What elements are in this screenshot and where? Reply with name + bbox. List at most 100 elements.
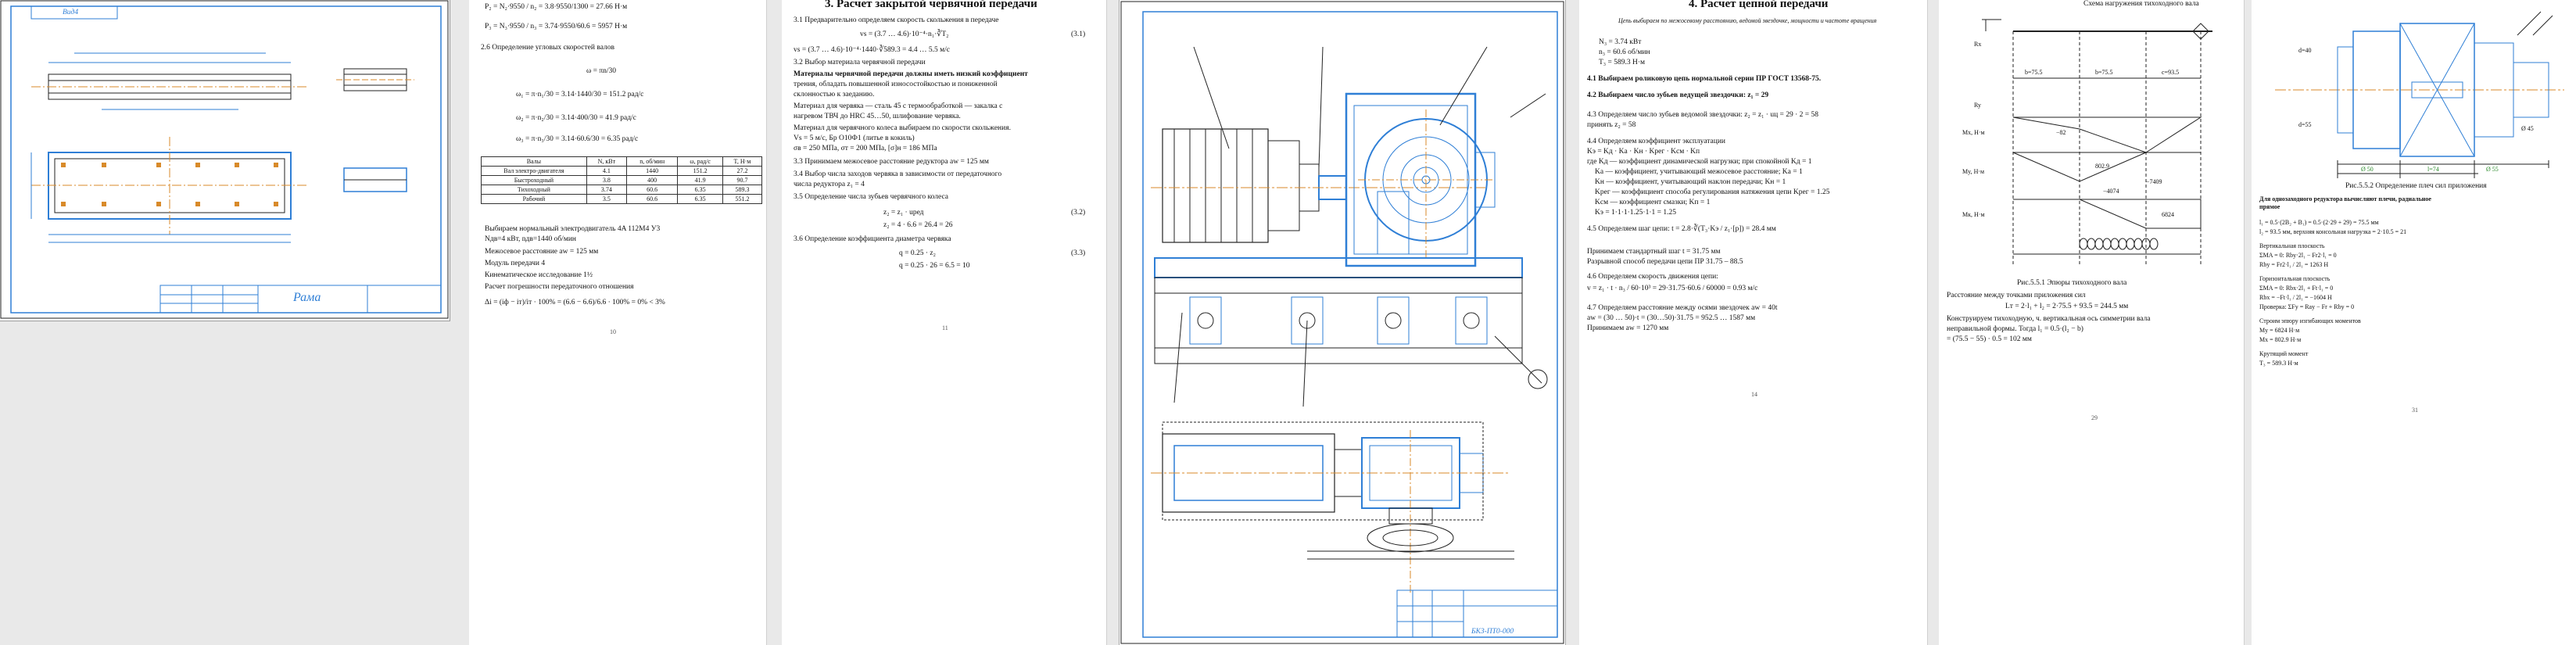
table-cell: Вал электро-двигателя bbox=[481, 166, 587, 176]
text-line: Материалы червячной передачи должны имет… bbox=[794, 70, 1028, 78]
formula: My = 6824 Н·м bbox=[2259, 327, 2300, 334]
formula: Проверка: ΣFy = Ray − Fr + Rby = 0 bbox=[2259, 303, 2355, 310]
text-line: 4.5 Определяем шаг цепи: t = 2.8·∛(T₃·Kэ… bbox=[1587, 225, 1776, 233]
text-line: Kэ = Kд · Kа · Kн · Kрег · Kсм · Kп bbox=[1587, 148, 1700, 156]
table-cell: 6.35 bbox=[677, 185, 723, 195]
moment-value: 6824 bbox=[2162, 211, 2174, 218]
text-line: Цепь выбираем по межосевому расстоянию, … bbox=[1618, 17, 1877, 24]
text-line: σв = 250 МПа, σт = 200 МПа, [σ]н = 186 М… bbox=[794, 145, 937, 152]
formula: aw = (30 … 50)·t = (30…50)·31.75 = 952.5… bbox=[1587, 314, 1756, 322]
table-cell: 41.9 bbox=[677, 175, 723, 185]
text-line: склонностью к заеданию. bbox=[794, 91, 875, 99]
text-line: N₃ = 3.74 кВт bbox=[1599, 38, 1642, 46]
text-line: Kсм — коэффициент смазки; Kп = 1 bbox=[1595, 199, 1711, 206]
figure-caption: Рис.5.5.2 Определение плеч сил приложени… bbox=[2345, 182, 2487, 190]
text-line: числа редуктора z₁ = 4 bbox=[794, 181, 865, 188]
text-line: нагревом ТВЧ до HRC 45…50, шлифование че… bbox=[794, 113, 961, 120]
formula: q = 0.25 · z₂ bbox=[899, 249, 936, 257]
table-cell: 27.2 bbox=[722, 166, 763, 176]
axis-label: Rx bbox=[1974, 41, 1982, 48]
text-line: ω₂ = π·n₂/30 = 3.14·400/30 = 41.9 рад/с bbox=[516, 114, 636, 122]
text-line: прямое bbox=[2259, 203, 2280, 210]
text-line: P₂ = N₂·9550 / n₂ = 3.8·9550/1300 = 27.6… bbox=[485, 3, 628, 11]
text-line: 4.4 Определяем коэффициент эксплуатации bbox=[1587, 138, 1725, 145]
kinematics-table: Валы N, кВт n, об/мин ω, рад/с T, Н·м Ва… bbox=[481, 156, 763, 204]
section-title: 3. Расчет закрытой червячной передачи bbox=[825, 0, 1037, 10]
page-number: 29 bbox=[2091, 414, 2098, 421]
axis-label: Ry bbox=[1974, 102, 1982, 109]
text-line: Модуль передачи 4 bbox=[485, 260, 546, 267]
section-title: 4. Расчет цепной передачи bbox=[1689, 0, 1829, 10]
text-line: = (75.5 − 55) · 0.5 = 102 мм bbox=[1947, 335, 2032, 343]
dimension-label: d=40 bbox=[2298, 47, 2312, 54]
equation-ref: (3.1) bbox=[1071, 30, 1086, 38]
text-line: 3.1 Предварительно определяем скорость с… bbox=[794, 16, 999, 24]
text-line: Vs = 5 м/с, Бр О10Ф1 (литье в кокиль) bbox=[794, 134, 915, 142]
text-line: где Kд — коэффициент динамической нагруз… bbox=[1587, 158, 1812, 166]
text-line: Крутящий момент bbox=[2259, 350, 2309, 357]
text-line: 3.4 Выбор числа заходов червяка в зависи… bbox=[794, 170, 1002, 178]
table-cell: 3.8 bbox=[586, 175, 627, 185]
text-line: Nдв=4 кВт, nдв=1440 об/мин bbox=[485, 235, 577, 243]
table-cell: 60.6 bbox=[625, 194, 679, 204]
table-header-row: Валы N, кВт n, об/мин ω, рад/с T, Н·м bbox=[481, 156, 763, 167]
text-line: 4.7 Определяем расстояние между осями зв… bbox=[1587, 304, 1778, 312]
page-number: 14 bbox=[1751, 391, 1757, 398]
table-header: n, об/мин bbox=[625, 156, 679, 167]
formula: v = z₁ · t · n₃ / 60·10³ = 29·31.75·60.6… bbox=[1587, 285, 1758, 292]
table-row: Вал электро-двигателя 4.1 1440 151.2 27.… bbox=[481, 166, 763, 176]
text-line: Горизонтальная плоскость bbox=[2259, 275, 2331, 282]
page-shaft-loading: Схема нагружения тихоходного вала b=7 bbox=[1939, 0, 2245, 645]
dimension-label: Ø 50 bbox=[2361, 166, 2374, 173]
text-line: P₃ = N₃·9550 / n₃ = 3.74·9550/60.6 = 595… bbox=[485, 23, 628, 30]
formula: z₂ = 4 · 6.6 = 26.4 = 26 bbox=[883, 221, 953, 229]
text-line: ω₁ = π·n₁/30 = 3.14·1440/30 = 151.2 рад/… bbox=[516, 91, 644, 99]
table-header: ω, рад/с bbox=[677, 156, 723, 167]
text-line: 4.6 Определяем скорость движения цепи: bbox=[1587, 273, 1718, 281]
text-line: Вертикальная плоскость bbox=[2259, 242, 2325, 249]
formula: ΣMA = 0: Rbx·2l₁ + Ft·l₁ = 0 bbox=[2259, 285, 2334, 292]
dimension-label: b=75.5 bbox=[2095, 69, 2113, 76]
frame-drawing bbox=[0, 0, 449, 319]
dimension-label: d=55 bbox=[2298, 121, 2312, 128]
text-line: Строим эпюру изгибающих моментов bbox=[2259, 317, 2361, 324]
text-line: Выбираем нормальный электродвигатель 4A … bbox=[485, 225, 661, 233]
text-line: Δi = (iф − iт)/iт · 100% = (6.6 − 6.6)/6… bbox=[485, 299, 665, 306]
text-line: Принимаем стандартный шаг t = 31.75 мм bbox=[1587, 248, 1721, 256]
text-line: Kэ = 1·1·1·1.25·1·1 = 1.25 bbox=[1595, 209, 1676, 217]
table-cell: Тихоходный bbox=[481, 185, 587, 195]
table-cell: 589.3 bbox=[722, 185, 763, 195]
moment-value: −4074 bbox=[2103, 188, 2119, 195]
diagram-title: Схема нагружения тихоходного вала bbox=[2083, 0, 2199, 8]
page-frame-drawing: Вид4 Рама bbox=[0, 0, 450, 321]
table-cell: 6.35 bbox=[677, 194, 723, 204]
page-number: 10 bbox=[610, 328, 616, 335]
table-cell: Рабочий bbox=[481, 194, 587, 204]
table-cell: 400 bbox=[625, 175, 679, 185]
table-cell: 151.2 bbox=[677, 166, 723, 176]
text-line: 4.2 Выбираем число зубьев ведущей звездо… bbox=[1587, 91, 1769, 99]
formula: l₂ = 93.5 мм, верхняя консольная нагрузк… bbox=[2259, 228, 2407, 235]
text-line: 3.6 Определение коэффициента диаметра че… bbox=[794, 235, 951, 243]
table-cell: 1440 bbox=[625, 166, 679, 176]
table-cell: 3.5 bbox=[586, 194, 627, 204]
page-shaft-reactions: d=40 d=55 l=74 Ø 50 Ø 55 Ø 45 Рис.5.5.2 … bbox=[2252, 0, 2576, 645]
text-line: Для однозаходного редуктора вычисляют пл… bbox=[2259, 195, 2431, 202]
moment-value: −82 bbox=[2056, 129, 2066, 136]
text-line: Kн — коэффициент, учитывающий наклон пер… bbox=[1595, 178, 1786, 186]
text-line: ω₃ = π·n₃/30 = 3.14·60.6/30 = 6.35 рад/с bbox=[516, 135, 639, 143]
formula: Rbx = −Ft·l₁ / 2l₁ = −1604 Н bbox=[2259, 294, 2332, 301]
table-row: Тихоходный 3.74 60.6 6.35 589.3 bbox=[481, 185, 763, 195]
text-line: Кинематическое исследование 1½ bbox=[485, 271, 593, 279]
page-chain-drive: 4. Расчет цепной передачи Цепь выбираем … bbox=[1579, 0, 1928, 645]
equation-ref: (3.2) bbox=[1071, 209, 1086, 217]
title-block-text: Рама bbox=[293, 291, 321, 304]
formula: l₁ = 0.5·(2B₂ + B₁) = 0.5·(2·29 + 29) = … bbox=[2259, 219, 2379, 226]
formula: q = 0.25 · 26 = 6.5 = 10 bbox=[899, 262, 970, 270]
table-header: T, Н·м bbox=[722, 156, 763, 167]
text-line: Расчет погрешности передаточного отношен… bbox=[485, 283, 634, 291]
formula: Mx = 802.9 Н·м bbox=[2259, 336, 2302, 343]
text-line: Материал для червячного колеса выбираем … bbox=[794, 124, 1011, 132]
text-line: Расстояние между точками приложения сил bbox=[1947, 292, 2086, 299]
shaft-loading-diagram bbox=[1982, 19, 2212, 266]
